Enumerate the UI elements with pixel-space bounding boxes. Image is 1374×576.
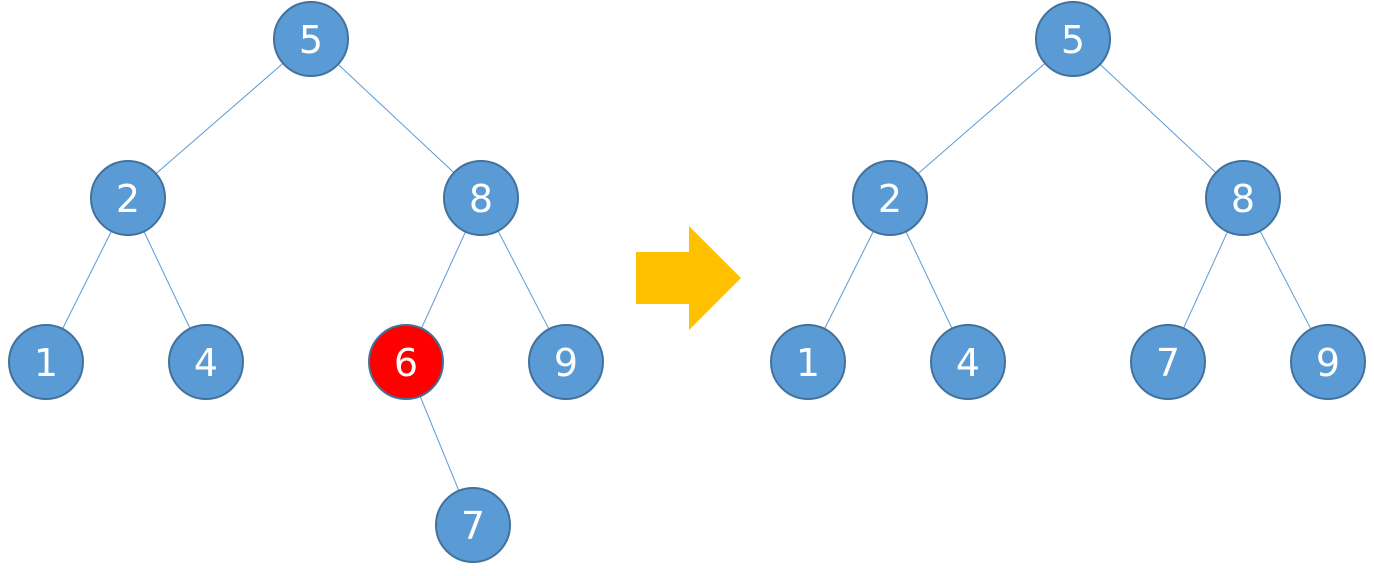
- tree-edge: [917, 62, 1046, 175]
- node-label: 6: [394, 341, 418, 385]
- node-label: 9: [1316, 341, 1340, 385]
- tree-edge: [1099, 63, 1217, 174]
- node-circle: [1290, 324, 1366, 400]
- node-circle: [1130, 324, 1206, 400]
- tree-node: 8: [1205, 160, 1281, 236]
- tree-node: 5: [1035, 1, 1111, 77]
- tree-edge: [497, 230, 550, 330]
- node-label: 2: [116, 177, 140, 221]
- tree-node: 7: [435, 487, 511, 563]
- tree-edge: [1259, 230, 1312, 330]
- tree-node: 9: [1290, 324, 1366, 400]
- tree-node: 4: [930, 324, 1006, 400]
- tree-node: 4: [168, 324, 244, 400]
- node-circle: [1035, 1, 1111, 77]
- edges-layer: [62, 62, 1312, 491]
- tree-edge: [1182, 231, 1229, 329]
- node-circle: [1205, 160, 1281, 236]
- node-label: 4: [194, 341, 218, 385]
- tree-node: 1: [8, 324, 84, 400]
- node-circle: [770, 324, 846, 400]
- tree-node: 2: [852, 160, 928, 236]
- tree-node-highlighted: 6: [368, 324, 444, 400]
- node-label: 4: [956, 341, 980, 385]
- node-circle: [930, 324, 1006, 400]
- node-circle: [273, 1, 349, 77]
- node-circle: [368, 324, 444, 400]
- right-arrow-icon: [636, 226, 741, 330]
- node-circle: [528, 324, 604, 400]
- tree-node: 7: [1130, 324, 1206, 400]
- node-circle: [90, 160, 166, 236]
- node-label: 5: [299, 18, 323, 62]
- node-label: 5: [1061, 18, 1085, 62]
- node-circle: [852, 160, 928, 236]
- node-circle: [435, 487, 511, 563]
- node-label: 1: [796, 341, 820, 385]
- node-label: 7: [1156, 341, 1180, 385]
- node-label: 8: [469, 177, 493, 221]
- node-circle: [168, 324, 244, 400]
- tree-node: 8: [443, 160, 519, 236]
- tree-node: 9: [528, 324, 604, 400]
- node-label: 1: [34, 341, 58, 385]
- tree-node: 2: [90, 160, 166, 236]
- tree-edge: [824, 230, 874, 330]
- tree-node: 1: [770, 324, 846, 400]
- tree-edge: [905, 231, 953, 329]
- node-label: 9: [554, 341, 578, 385]
- node-label: 2: [878, 177, 902, 221]
- node-circle: [8, 324, 84, 400]
- tree-edge: [155, 62, 284, 175]
- node-label: 7: [461, 504, 485, 548]
- tree-edge: [419, 396, 460, 491]
- tree-edge: [143, 231, 191, 329]
- tree-edge: [337, 63, 455, 174]
- node-label: 8: [1231, 177, 1255, 221]
- node-circle: [443, 160, 519, 236]
- tree-edge: [420, 231, 467, 329]
- tree-node: 5: [273, 1, 349, 77]
- tree-edge: [62, 230, 112, 330]
